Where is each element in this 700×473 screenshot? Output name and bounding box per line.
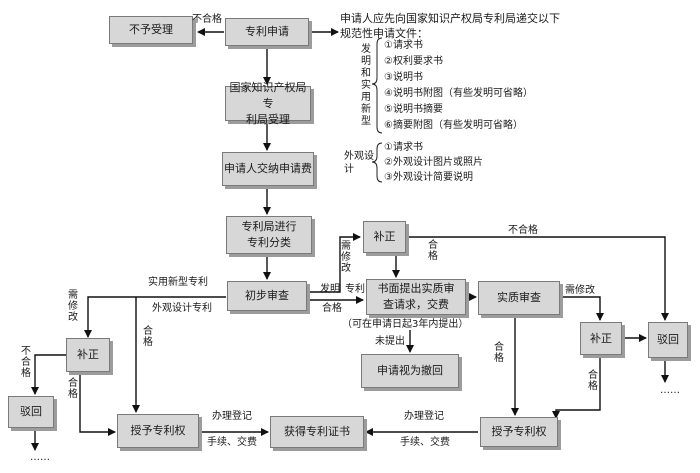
brace-group1 [371,37,383,134]
supplement-right-box: 补正 [580,322,622,355]
docs-group1-list: ①请求书 ②权利要求书 ③说明书 ④说明书附图（有些发明可省略） ⑤说明书摘要 … [384,38,533,134]
label-pass-mid: 合格 [322,303,342,314]
edge-supp-top-dismiss [406,236,669,321]
edge-prelim-supp-left [84,296,226,338]
label-register-right: 办理登记 [404,411,444,422]
accept-box: 国家知识产权局专 利局受理 [225,81,311,126]
edge-prelim-supp-top [308,233,361,293]
label-fail-top: 不合格 [192,14,222,25]
reject-top-box: 不予受理 [109,16,193,44]
docs-item: ⑥摘要附图（有些发明可省略） [384,120,523,131]
edge-supp-right-grant [552,356,601,419]
docs-item: ③说明书 [384,72,423,83]
continuation-left: …… [30,452,50,463]
label-register-left: 办理登记 [212,411,252,422]
label-not-filed: 未提出 [375,336,405,347]
docs-item: ④说明书附图（有些发明可省略） [384,88,533,99]
supplement-top-box: 补正 [363,221,406,253]
label-need-fix-right: 需修改 [565,285,595,296]
grant-right-box: 授予专利权 [480,417,558,447]
docs-item: ②权利要求书 [384,56,443,67]
dismiss-left-box: 驳回 [8,396,54,428]
label-fail-left: 不合格 [21,346,31,379]
docs-item: ①请求书 [384,142,423,153]
fee-box: 申请人交纳申请费 [222,152,314,186]
label-invention: 发明 [320,284,340,295]
label-utility: 实用新型专利 [148,277,208,288]
docs-item: ①请求书 [384,40,423,51]
label-pass-design: 合格 [143,326,153,348]
docs-item: ⑤说明书摘要 [384,104,443,115]
label-pass-subst: 合格 [494,342,504,364]
label-procedure-right: 手续、交费 [400,437,450,448]
grant-left-box: 授予专利权 [117,414,199,448]
substantive-box: 实质审查 [478,281,560,315]
prelim-box: 初步审查 [227,281,307,311]
certificate-box: 获得专利证书 [270,416,364,448]
label-procedure-left: 手续、交费 [207,437,257,448]
docs-group2-label: 外观设计 [344,151,374,175]
edge-subst-supp-right [560,296,604,321]
classify-box: 专利局进行 专利分类 [226,216,312,254]
edge-supp-left-grant [79,372,116,436]
docs-group2-list: ①请求书 ②外观设计图片或照片 ③外观设计简要说明 [384,140,483,185]
label-deadline: （可在申请日起3年内提出） [342,319,469,330]
withdrawn-box: 申请视为撤回 [361,354,459,388]
edge-supp-left-dismiss [31,354,66,395]
label-need-fix-left: 需修改 [68,290,78,323]
supplement-left-box: 补正 [66,338,110,372]
docs-item: ②外观设计图片或照片 [384,157,483,168]
continuation-right: …… [660,385,680,396]
apply-box: 专利申请 [225,18,309,46]
dismiss-right-box: 驳回 [648,322,688,358]
docs-intro: 申请人应先向国家知识产权局专利局递交以下 规范性申请文件： [340,12,560,40]
request-box: 书面提出实质审 查请求，交费 [366,279,466,315]
label-pass-left: 合格 [68,378,78,400]
label-pass-supp: 合格 [428,240,438,262]
label-fail-supp: 不合格 [508,225,538,236]
label-design: 外观设计专利 [152,303,212,314]
label-pass-right: 合格 [588,370,598,392]
brace-group2 [371,142,383,183]
label-need-fix-top: 需修改 [341,241,351,274]
label-patent: 专利 [345,284,365,295]
docs-group1-label: 发明和实用新型 [361,44,371,127]
docs-item: ③外观设计简要说明 [384,172,473,183]
